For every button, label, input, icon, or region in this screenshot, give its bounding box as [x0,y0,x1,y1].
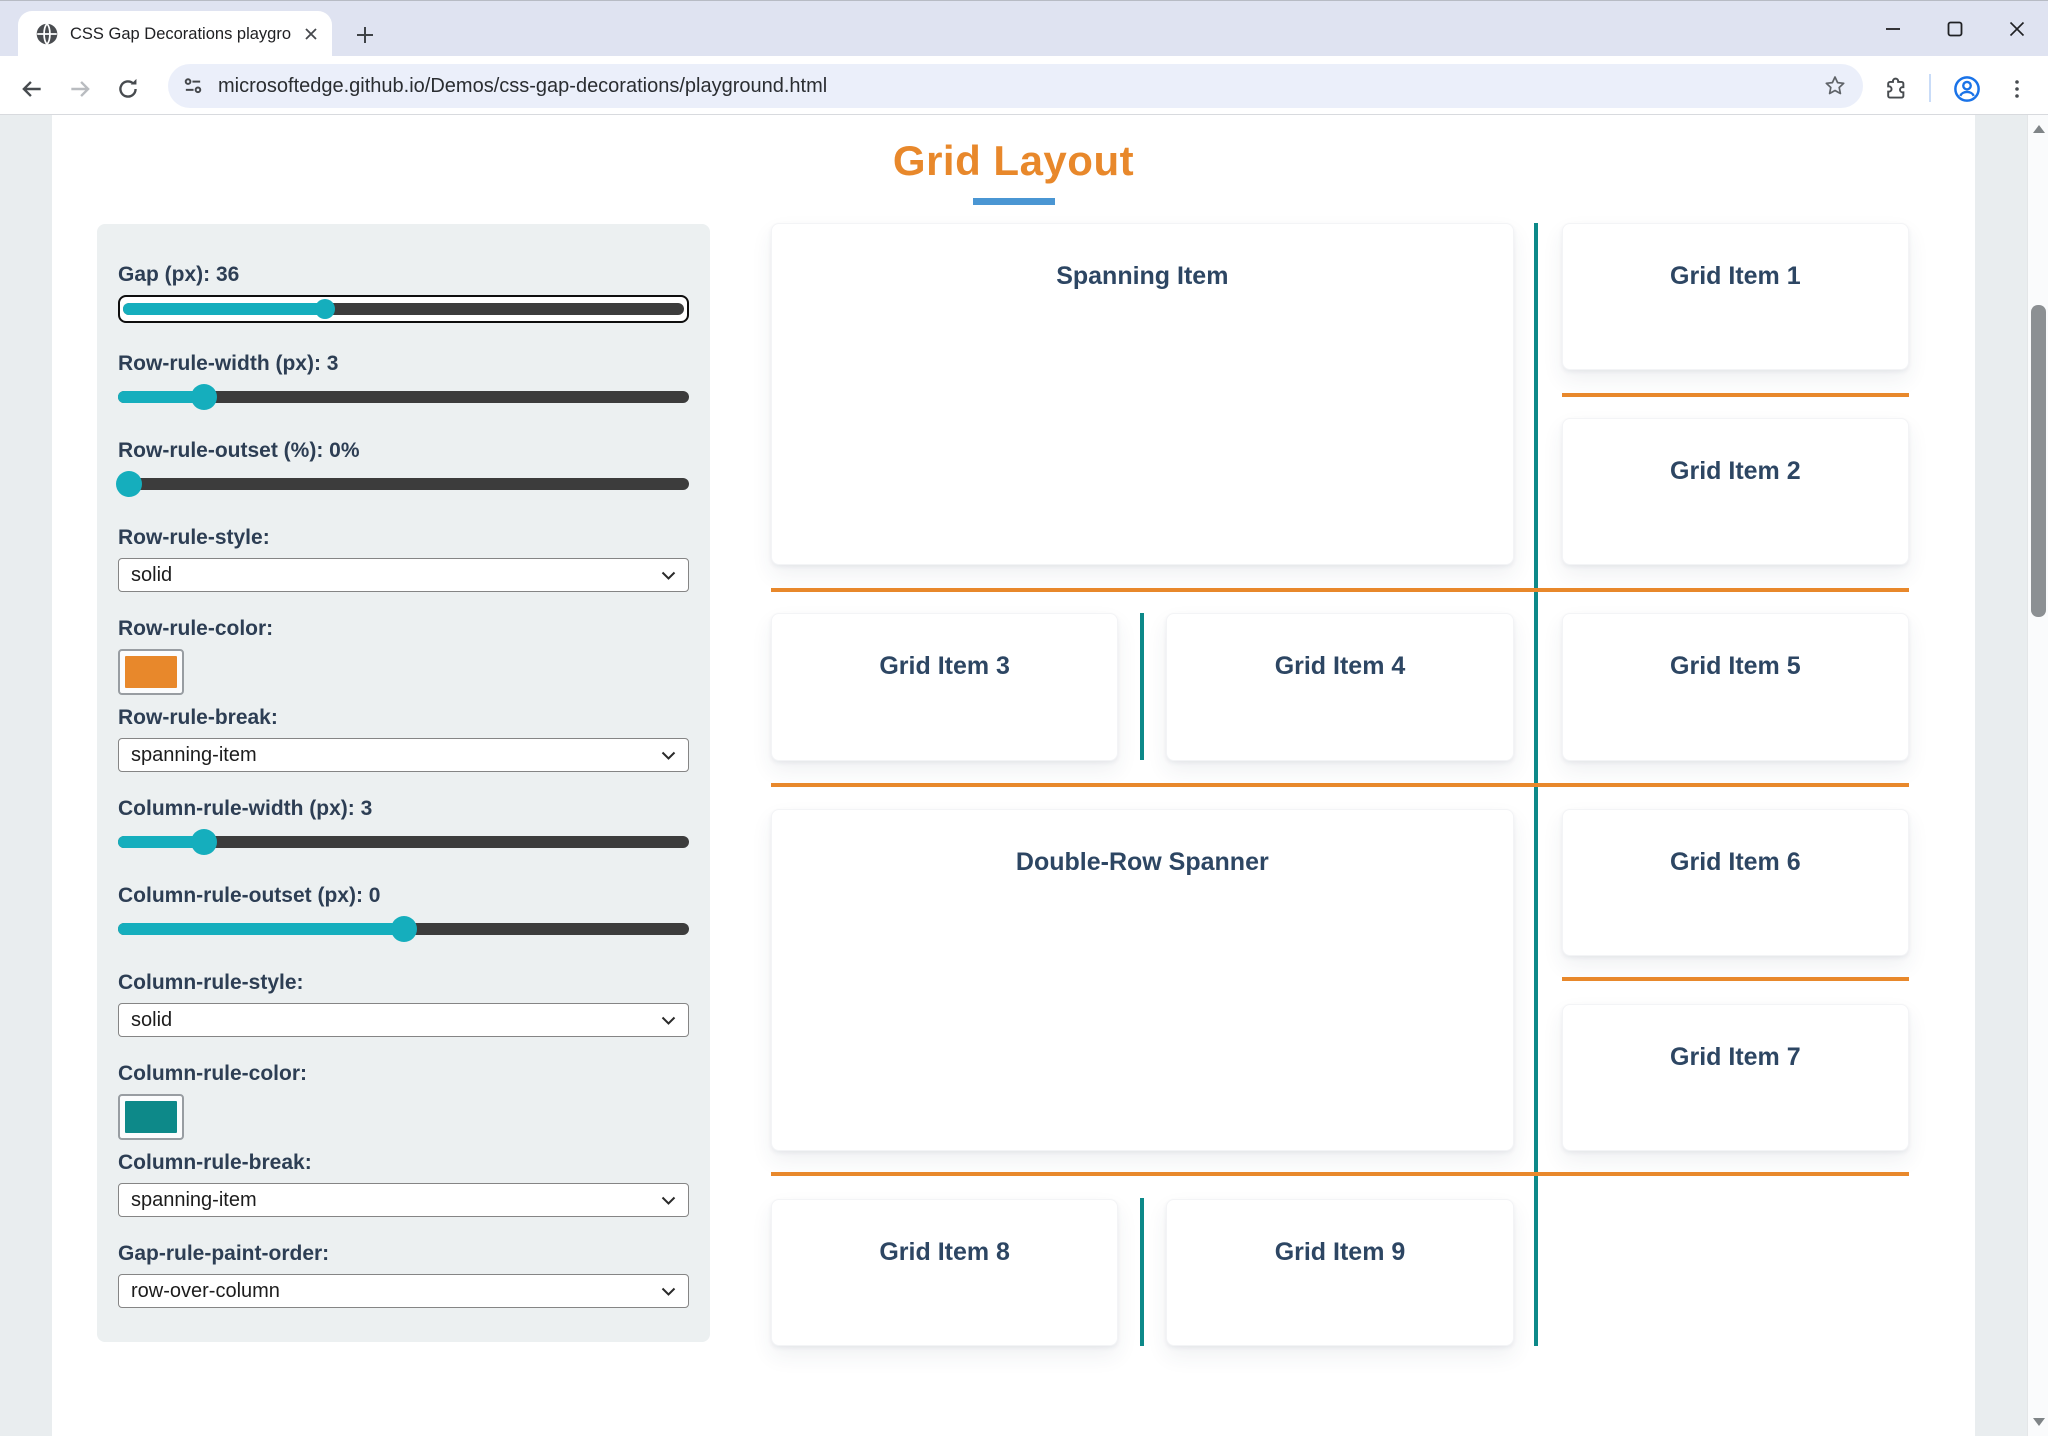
grid-item-9: Grid Item 9 [1166,1198,1514,1346]
row-rule-style-label: Row-rule-style: [118,526,270,549]
gap-label: Gap (px): 36 [118,263,240,286]
gap-rule-paint-order-label: Gap-rule-paint-order: [118,1242,330,1265]
grid-item-spanning: Spanning Item [771,223,1514,566]
gap-slider-focus-ring [118,295,689,323]
column-rule-color-label: Column-rule-color: [118,1062,307,1085]
gap-slider-thumb[interactable] [314,299,335,319]
grid-item-6: Grid Item 6 [1561,808,1909,956]
grid-item-7: Grid Item 7 [1561,1003,1909,1151]
bookmark-star-icon[interactable] [1823,74,1847,98]
row-rule-break-select[interactable]: spanning-item [118,738,689,772]
chevron-down-icon [661,1016,676,1025]
grid-item-1: Grid Item 1 [1561,223,1909,371]
column-rule-break-label: Column-rule-break: [118,1151,312,1174]
url-text[interactable]: microsoftedge.github.io/Demos/css-gap-de… [218,74,828,97]
row-rule-style-select[interactable]: solid [118,558,689,592]
vertical-scrollbar[interactable] [2027,115,2048,1436]
active-tab[interactable]: CSS Gap Decorations playgroun [18,11,332,57]
row-rule-width-slider-thumb[interactable] [190,384,217,410]
row-rule-outset-slider[interactable] [116,471,689,497]
row-rule-color-picker[interactable] [118,649,184,695]
globe-favicon-icon [36,23,58,45]
page-container: Grid Layout Gap (px): 36 Row-rule-width … [52,115,1975,1436]
column-rule-style-label: Column-rule-style: [118,971,304,994]
gap-rule-paint-order-select[interactable]: row-over-column [118,1274,689,1308]
column-rule-break-select[interactable]: spanning-item [118,1183,689,1217]
row-rule-outset-label: Row-rule-outset (%): 0% [118,439,360,462]
reload-button[interactable] [114,75,142,103]
column-rule-color-picker[interactable] [118,1094,184,1140]
maximize-button[interactable] [1924,1,1986,57]
grid-item-2: Grid Item 2 [1561,418,1909,566]
chevron-down-icon [661,1287,676,1296]
title-underline [972,198,1055,205]
tab-bar: CSS Gap Decorations playgroun [0,0,2048,57]
scroll-up-arrow-icon[interactable] [2033,125,2045,133]
site-settings-icon[interactable] [182,75,204,97]
window-controls [1862,1,2048,57]
column-rule-width-slider[interactable] [118,829,689,855]
column-rule-outset-slider-thumb[interactable] [390,916,417,942]
page-title: Grid Layout [892,137,1135,184]
grid-item-8: Grid Item 8 [771,1198,1119,1346]
extensions-puzzle-icon[interactable] [1881,74,1911,104]
column-rule-width-label: Column-rule-width (px): 3 [118,797,373,820]
toolbar-separator [1929,74,1931,102]
minimize-button[interactable] [1862,1,1924,57]
page-viewport: Grid Layout Gap (px): 36 Row-rule-width … [0,115,2048,1436]
row-rule-width-slider[interactable] [118,384,689,410]
chevron-down-icon [661,751,676,760]
grid-item-double-row-spanner: Double-Row Spanner [771,808,1514,1151]
gap-slider[interactable] [123,299,684,319]
scrollbar-thumb[interactable] [2031,305,2046,617]
scroll-down-arrow-icon[interactable] [2033,1418,2045,1426]
chevron-down-icon [661,1196,676,1205]
demo-grid: Spanning Item Grid Item 1 Grid Item 2 Gr… [771,223,1909,1346]
grid-item-3: Grid Item 3 [771,613,1119,761]
new-tab-button[interactable] [352,22,378,48]
column-rule-width-slider-thumb[interactable] [190,829,217,855]
row-rule-outset-slider-thumb[interactable] [116,471,143,497]
forward-button[interactable] [66,75,94,103]
menu-dots-icon[interactable] [2002,74,2032,104]
chevron-down-icon [661,571,676,580]
back-button[interactable] [18,75,46,103]
grid-item-5: Grid Item 5 [1561,613,1909,761]
column-rule-outset-slider[interactable] [118,916,689,942]
tab-close-icon[interactable] [302,25,320,43]
profile-avatar-icon[interactable] [1952,74,1982,104]
column-rule-style-select[interactable]: solid [118,1003,689,1037]
close-window-button[interactable] [1986,1,2048,57]
address-bar[interactable]: microsoftedge.github.io/Demos/css-gap-de… [168,64,1863,108]
row-rule-width-label: Row-rule-width (px): 3 [118,352,339,375]
grid-item-4: Grid Item 4 [1166,613,1514,761]
tab-title: CSS Gap Decorations playgroun [70,24,292,43]
row-rule-break-label: Row-rule-break: [118,706,278,729]
row-rule-color-label: Row-rule-color: [118,617,274,640]
controls-panel: Gap (px): 36 Row-rule-width (px): 3 Row-… [97,224,710,1342]
column-rule-outset-label: Column-rule-outset (px): 0 [118,884,381,907]
